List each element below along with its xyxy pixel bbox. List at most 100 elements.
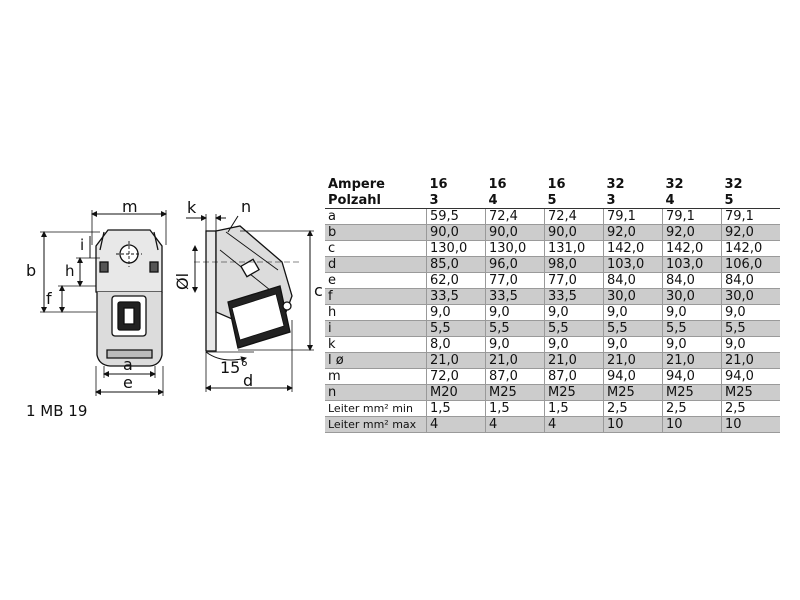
table-cell: 9,0: [426, 304, 486, 321]
table-cell: 10: [662, 416, 722, 433]
row-label: e: [325, 272, 427, 289]
row-label: l ø: [325, 352, 427, 369]
table-cell: M25: [485, 384, 545, 401]
side-view: [186, 214, 314, 392]
label-k: k: [187, 198, 197, 217]
table-cell: 85,0: [426, 256, 486, 273]
header-ampere-6: 32: [724, 176, 743, 192]
table-cell: 21,0: [603, 352, 663, 369]
table-cell: 59,5: [426, 208, 486, 225]
table-cell: 72,0: [426, 368, 486, 385]
table-cell: 4: [485, 416, 545, 433]
row-label: b: [325, 224, 427, 241]
header-ampere-label: Ampere: [328, 176, 385, 192]
table-cell: 72,4: [544, 208, 604, 225]
table-cell: M25: [544, 384, 604, 401]
table-cell: 77,0: [485, 272, 545, 289]
label-b: b: [26, 261, 36, 280]
table-cell: 131,0: [544, 240, 604, 257]
table-cell: 2,5: [603, 400, 663, 417]
row-label: k: [325, 336, 427, 353]
table-cell: 8,0: [426, 336, 486, 353]
table-cell: M25: [721, 384, 780, 401]
row-label: m: [325, 368, 427, 385]
table-cell: 33,5: [544, 288, 604, 305]
header-ampere-5: 32: [665, 176, 684, 192]
table-cell: 9,0: [662, 336, 722, 353]
table-cell: 92,0: [603, 224, 663, 241]
header-polzahl-3: 5: [544, 192, 604, 209]
table-cell: 92,0: [662, 224, 722, 241]
header-polzahl-4: 3: [603, 192, 663, 209]
table-cell: 21,0: [426, 352, 486, 369]
figure-caption: 1 MB 19: [26, 402, 88, 420]
header-polzahl-2: 4: [485, 192, 545, 209]
label-diameter-l: Øl: [173, 273, 192, 290]
table-cell: M20: [426, 384, 486, 401]
label-e: e: [123, 373, 133, 392]
header-row-ampere: Ampere 16 16 16 32 32 32: [325, 176, 780, 192]
label-f: f: [46, 289, 52, 308]
table-cell: 106,0: [721, 256, 780, 273]
table-cell: 5,5: [544, 320, 604, 337]
table-cell: 87,0: [485, 368, 545, 385]
row-label: f: [325, 288, 427, 305]
table-cell: 96,0: [485, 256, 545, 273]
header-polzahl-5: 4: [662, 192, 722, 209]
dimensions-table: Ampere 16 16 16 32 32 32 Polzahl 3 4 5 3…: [325, 176, 780, 433]
table-cell: 10: [603, 416, 663, 433]
table-cell: 90,0: [544, 224, 604, 241]
table-cell: 79,1: [721, 208, 780, 225]
table-cell: 90,0: [485, 224, 545, 241]
label-a: a: [123, 355, 133, 374]
table-cell: 5,5: [485, 320, 545, 337]
table-cell: 1,5: [544, 400, 604, 417]
row-label: h: [325, 304, 427, 321]
header-ampere-1: 16: [429, 176, 448, 192]
table-cell: 10: [721, 416, 780, 433]
label-m: m: [122, 197, 138, 216]
table-cell: 9,0: [485, 336, 545, 353]
table-cell: 9,0: [662, 304, 722, 321]
table-cell: 5,5: [603, 320, 663, 337]
table-cell: 5,5: [426, 320, 486, 337]
table-cell: 87,0: [544, 368, 604, 385]
header-polzahl-6: 5: [721, 192, 780, 209]
table-cell: 98,0: [544, 256, 604, 273]
table-cell: 9,0: [721, 336, 780, 353]
label-d: d: [243, 371, 253, 390]
table-cell: 21,0: [485, 352, 545, 369]
label-i: i: [80, 236, 84, 254]
header-row-polzahl: Polzahl 3 4 5 3 4 5: [325, 192, 780, 209]
header-polzahl-label: Polzahl: [325, 192, 427, 209]
label-h: h: [65, 262, 75, 280]
table-cell: 142,0: [662, 240, 722, 257]
table-cell: 30,0: [662, 288, 722, 305]
table-cell: 92,0: [721, 224, 780, 241]
table-cell: 103,0: [662, 256, 722, 273]
table-cell: 9,0: [485, 304, 545, 321]
table-cell: 142,0: [603, 240, 663, 257]
label-angle: 15°: [220, 358, 248, 377]
table-cell: 77,0: [544, 272, 604, 289]
table-cell: 130,0: [485, 240, 545, 257]
table-cell: M25: [662, 384, 722, 401]
table-cell: 33,5: [485, 288, 545, 305]
label-c: c: [314, 281, 323, 300]
table-cell: 5,5: [721, 320, 780, 337]
row-label: d: [325, 256, 427, 273]
